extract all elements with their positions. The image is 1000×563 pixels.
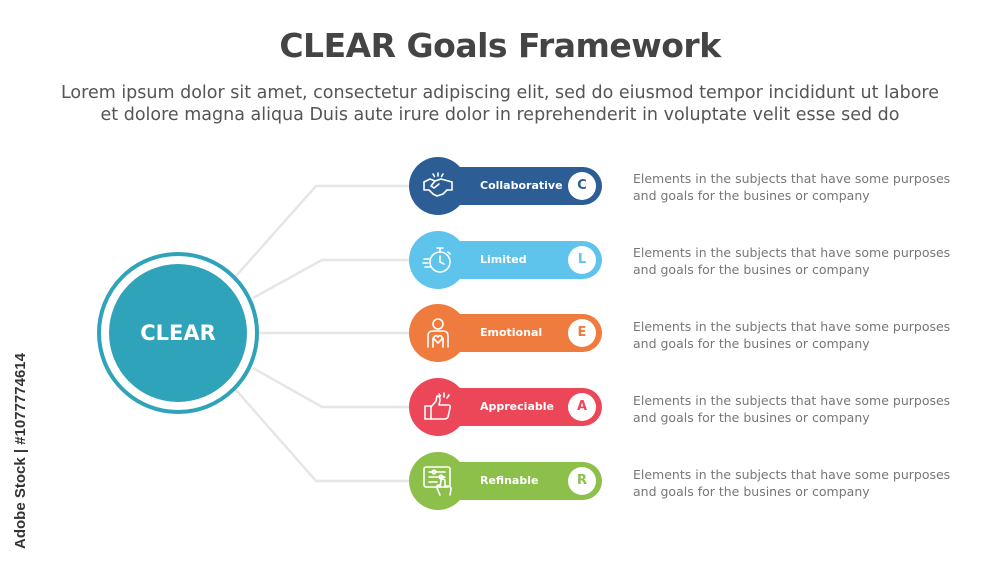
description-line-2: and goals for the busines or company xyxy=(633,336,870,351)
description-line-2: and goals for the busines or company xyxy=(633,188,870,203)
connector-line-appreciable xyxy=(252,366,420,409)
item-label: Appreciable xyxy=(480,400,554,413)
handshake-icon xyxy=(409,157,467,215)
description-line-2: and goals for the busines or company xyxy=(633,262,870,277)
description-line-1: Elements in the subjects that have some … xyxy=(633,319,951,334)
item-letter-badge: E xyxy=(568,319,596,347)
subtitle-line-2: et dolore magna aliqua Duis aute irure d… xyxy=(100,105,900,125)
connector-line-collaborative xyxy=(235,184,420,277)
item-letter-badge: R xyxy=(568,467,596,495)
item-label: Refinable xyxy=(480,474,539,487)
connector-line-limited xyxy=(252,258,420,300)
thumbs-up-icon xyxy=(409,378,467,436)
item-label: Limited xyxy=(480,253,527,266)
subtitle-line-1: Lorem ipsum dolor sit amet, consectetur … xyxy=(60,83,940,103)
stopwatch-icon xyxy=(409,231,467,289)
description-line-2: and goals for the busines or company xyxy=(633,484,870,499)
hub-label: CLEAR xyxy=(140,321,216,345)
item-letter-badge: C xyxy=(568,172,596,200)
person-heart-icon xyxy=(409,304,467,362)
item-letter-badge: A xyxy=(568,393,596,421)
item-description: Elements in the subjects that have some … xyxy=(633,318,963,352)
item-description: Elements in the subjects that have some … xyxy=(633,244,963,278)
item-description: Elements in the subjects that have some … xyxy=(633,392,963,426)
page-subtitle: Lorem ipsum dolor sit amet, consectetur … xyxy=(40,82,960,126)
clear-hub-circle: CLEAR xyxy=(97,252,259,414)
description-line-1: Elements in the subjects that have some … xyxy=(633,245,951,260)
item-description: Elements in the subjects that have some … xyxy=(633,170,963,204)
description-line-1: Elements in the subjects that have some … xyxy=(633,171,951,186)
connector-line-refinable xyxy=(235,389,420,483)
description-line-1: Elements in the subjects that have some … xyxy=(633,393,951,408)
description-line-1: Elements in the subjects that have some … xyxy=(633,467,951,482)
page-title: CLEAR Goals Framework xyxy=(279,26,721,65)
item-description: Elements in the subjects that have some … xyxy=(633,466,963,500)
item-label: Emotional xyxy=(480,326,543,339)
description-line-2: and goals for the busines or company xyxy=(633,410,870,425)
item-letter-badge: L xyxy=(568,246,596,274)
settings-tap-icon xyxy=(409,452,467,510)
clear-hub-inner: CLEAR xyxy=(109,264,247,402)
item-label: Collaborative xyxy=(480,179,563,192)
